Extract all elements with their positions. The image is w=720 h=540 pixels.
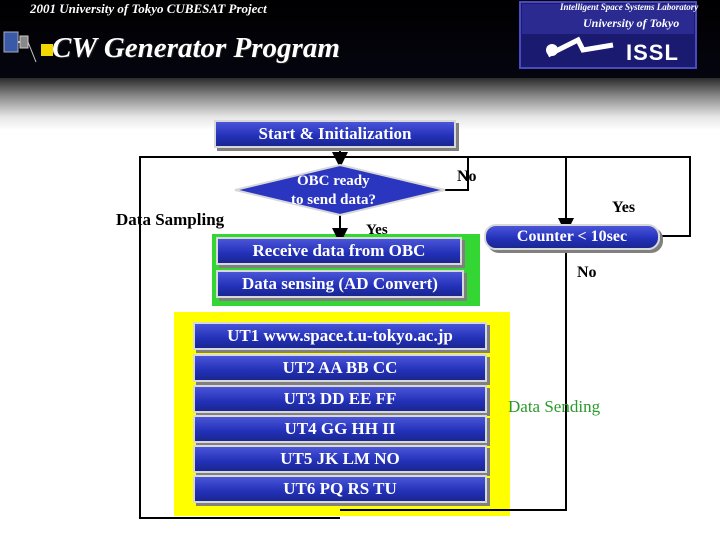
- satellite-icon: [3, 31, 37, 63]
- ut-item-3: UT3 DD EE FF: [193, 385, 487, 413]
- header-banner: 2001 University of Tokyo CUBESAT Project…: [0, 0, 720, 78]
- obc-yes-label: Yes: [366, 222, 388, 238]
- issl-logo: [519, 1, 697, 69]
- university-name: University of Tokyo: [583, 16, 680, 30]
- title-bullet: [41, 44, 53, 56]
- page-title: CW Generator Program: [52, 32, 340, 64]
- receive-data-box: Receive data from OBC: [216, 237, 462, 265]
- obc-decision-line2: to send data?: [291, 192, 377, 208]
- counter-yes-label: Yes: [612, 199, 636, 216]
- data-sensing-box: Data sensing (AD Convert): [216, 270, 464, 298]
- obc-no-label: No: [457, 168, 477, 185]
- counter-box: Counter < 10sec: [484, 224, 660, 250]
- ut-item-5: UT5 JK LM NO: [193, 445, 487, 473]
- ut-item-6: UT6 PQ RS TU: [193, 475, 487, 503]
- data-sampling-label: Data Sampling: [116, 210, 225, 229]
- data-sending-label: Data Sending: [508, 397, 601, 416]
- start-initialization-box: Start & Initialization: [214, 120, 456, 148]
- project-title: 2001 University of Tokyo CUBESAT Project: [30, 1, 267, 16]
- lab-abbreviation: ISSL: [626, 40, 679, 65]
- ut-item-4: UT4 GG HH II: [193, 415, 487, 443]
- ut-item-2: UT2 AA BB CC: [193, 354, 487, 382]
- lab-name: Intelligent Space Systems Laboratory: [560, 2, 699, 12]
- counter-no-label: No: [577, 264, 597, 281]
- ut-item-1: UT1 www.space.t.u-tokyo.ac.jp: [193, 322, 487, 350]
- obc-decision-line1: OBC ready: [297, 173, 370, 189]
